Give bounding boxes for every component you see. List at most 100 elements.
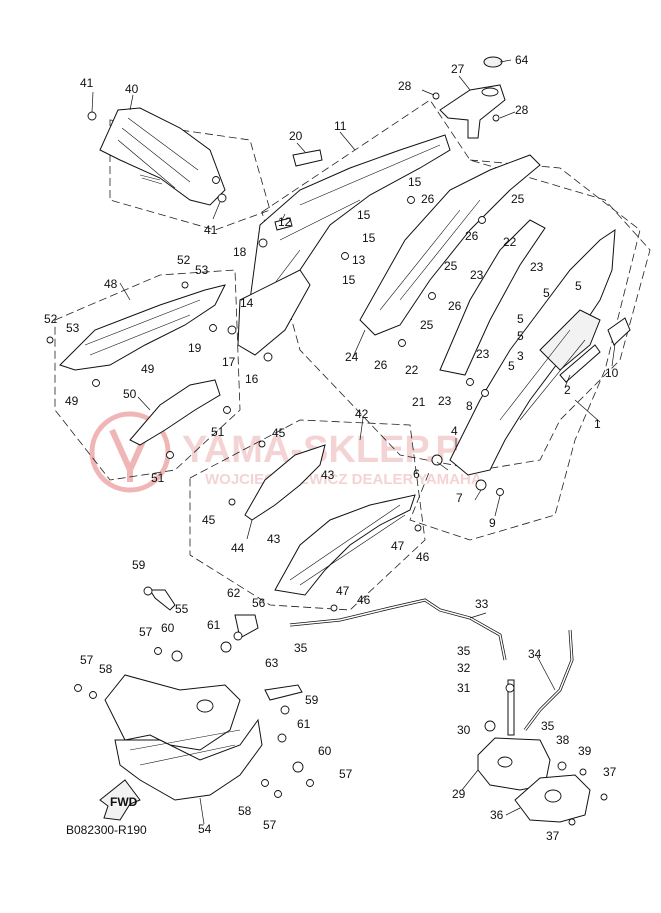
- part-2-strip[interactable]: [559, 344, 601, 383]
- part-12-damper[interactable]: [274, 217, 293, 231]
- part-27-bracket[interactable]: [439, 84, 506, 139]
- callout-54[interactable]: 54: [198, 822, 212, 836]
- callout-5c[interactable]: 5: [517, 312, 524, 326]
- callout-28b[interactable]: 28: [515, 103, 529, 117]
- callout-59b[interactable]: 59: [305, 693, 319, 707]
- callout-27[interactable]: 27: [451, 62, 465, 76]
- bolt-28-left[interactable]: [432, 92, 440, 100]
- callout-39[interactable]: 39: [578, 744, 592, 758]
- bolt-9[interactable]: [496, 488, 504, 496]
- part-36-holder[interactable]: [514, 774, 591, 823]
- bolt-57c[interactable]: [306, 779, 314, 787]
- callout-11[interactable]: 11: [334, 119, 347, 133]
- callout-51a[interactable]: 51: [211, 425, 225, 439]
- callout-60a[interactable]: 60: [161, 621, 175, 635]
- callout-61a[interactable]: 61: [207, 618, 221, 632]
- callout-25a[interactable]: 25: [511, 192, 525, 206]
- callout-25c[interactable]: 25: [420, 318, 434, 332]
- callout-45b[interactable]: 45: [202, 513, 216, 527]
- callout-45a[interactable]: 45: [272, 426, 286, 440]
- part-50-bracket[interactable]: [129, 379, 221, 446]
- callout-61b[interactable]: 61: [297, 717, 311, 731]
- callout-16[interactable]: 16: [245, 372, 259, 386]
- bolt-23[interactable]: [466, 378, 474, 386]
- callout-15b[interactable]: 15: [357, 208, 371, 222]
- callout-23b[interactable]: 23: [530, 260, 544, 274]
- bolt-58b[interactable]: [261, 779, 269, 787]
- callout-36[interactable]: 36: [490, 808, 504, 822]
- bolt-8[interactable]: [481, 389, 489, 397]
- callout-29[interactable]: 29: [452, 787, 466, 801]
- callout-12[interactable]: 12: [278, 215, 292, 229]
- bolt-26d[interactable]: [478, 216, 486, 224]
- part-54-front-cowl[interactable]: [104, 674, 263, 801]
- callout-48[interactable]: 48: [104, 277, 118, 291]
- callout-22b[interactable]: 22: [405, 363, 419, 377]
- bolt-57d[interactable]: [274, 790, 282, 798]
- bolt-47b[interactable]: [330, 604, 338, 612]
- callout-63[interactable]: 63: [265, 656, 279, 670]
- part-14-panel[interactable]: [237, 269, 311, 356]
- callout-17[interactable]: 17: [222, 355, 236, 369]
- callout-34[interactable]: 34: [528, 647, 542, 661]
- callout-26d[interactable]: 26: [374, 358, 388, 372]
- callout-2[interactable]: 2: [564, 383, 571, 397]
- bolt-58a[interactable]: [89, 691, 97, 699]
- part-55-stay[interactable]: [149, 589, 176, 611]
- callout-47b[interactable]: 47: [336, 584, 350, 598]
- callout-38[interactable]: 38: [556, 733, 570, 747]
- callout-25b[interactable]: 25: [444, 259, 458, 273]
- callout-30[interactable]: 30: [457, 723, 471, 737]
- callout-49b[interactable]: 49: [65, 394, 79, 408]
- part-63-stay[interactable]: [264, 684, 303, 701]
- callout-13[interactable]: 13: [352, 253, 366, 267]
- callout-41b[interactable]: 41: [204, 223, 218, 237]
- callout-56[interactable]: 56: [252, 596, 266, 610]
- bolt-41-top[interactable]: [87, 111, 97, 121]
- part-10-trim[interactable]: [607, 317, 631, 346]
- callout-49a[interactable]: 49: [141, 362, 155, 376]
- part-56-stay[interactable]: [234, 614, 259, 639]
- bolt-61a[interactable]: [220, 641, 232, 653]
- bolt-31[interactable]: [505, 683, 515, 693]
- callout-53a[interactable]: 53: [195, 263, 209, 277]
- callout-42[interactable]: 42: [355, 407, 369, 421]
- callout-57c[interactable]: 57: [339, 767, 353, 781]
- bolt-59a[interactable]: [143, 586, 153, 596]
- callout-14[interactable]: 14: [240, 296, 254, 310]
- bolt-37a[interactable]: [600, 793, 608, 801]
- callout-44[interactable]: 44: [231, 541, 245, 555]
- callout-23c[interactable]: 23: [476, 347, 490, 361]
- part-21-inner-rail[interactable]: [439, 219, 546, 376]
- bolt-41-bottom[interactable]: [217, 193, 227, 203]
- callout-8[interactable]: 8: [466, 399, 473, 413]
- callout-37b[interactable]: 37: [546, 829, 560, 843]
- bolt-39[interactable]: [579, 768, 587, 776]
- bolt-49[interactable]: [92, 379, 100, 387]
- bolt-45a[interactable]: [258, 440, 266, 448]
- callout-64[interactable]: 64: [515, 53, 529, 67]
- part-20-clip[interactable]: [292, 149, 323, 167]
- callout-26a[interactable]: 26: [421, 192, 435, 206]
- bolt-59b[interactable]: [280, 705, 290, 715]
- bolt-57a[interactable]: [154, 647, 162, 655]
- bolt-38[interactable]: [557, 761, 567, 771]
- callout-57a[interactable]: 57: [139, 625, 153, 639]
- bolt-62[interactable]: [233, 631, 243, 641]
- callout-53b[interactable]: 53: [66, 321, 80, 335]
- callout-47a[interactable]: 47: [391, 539, 405, 553]
- callout-57d[interactable]: 57: [263, 818, 277, 832]
- callout-15c[interactable]: 15: [362, 231, 376, 245]
- bolt-17[interactable]: [227, 325, 237, 335]
- callout-58b[interactable]: 58: [238, 804, 252, 818]
- bolt-52b[interactable]: [46, 336, 54, 344]
- bolt-47a[interactable]: [414, 524, 422, 532]
- callout-43b[interactable]: 43: [267, 532, 281, 546]
- callout-58a[interactable]: 58: [99, 662, 113, 676]
- bolt-26c[interactable]: [398, 339, 406, 347]
- bolt-51a[interactable]: [223, 406, 231, 414]
- callout-51b[interactable]: 51: [151, 471, 165, 485]
- callout-33[interactable]: 33: [475, 597, 489, 611]
- callout-46a[interactable]: 46: [416, 550, 430, 564]
- callout-7[interactable]: 7: [456, 491, 463, 505]
